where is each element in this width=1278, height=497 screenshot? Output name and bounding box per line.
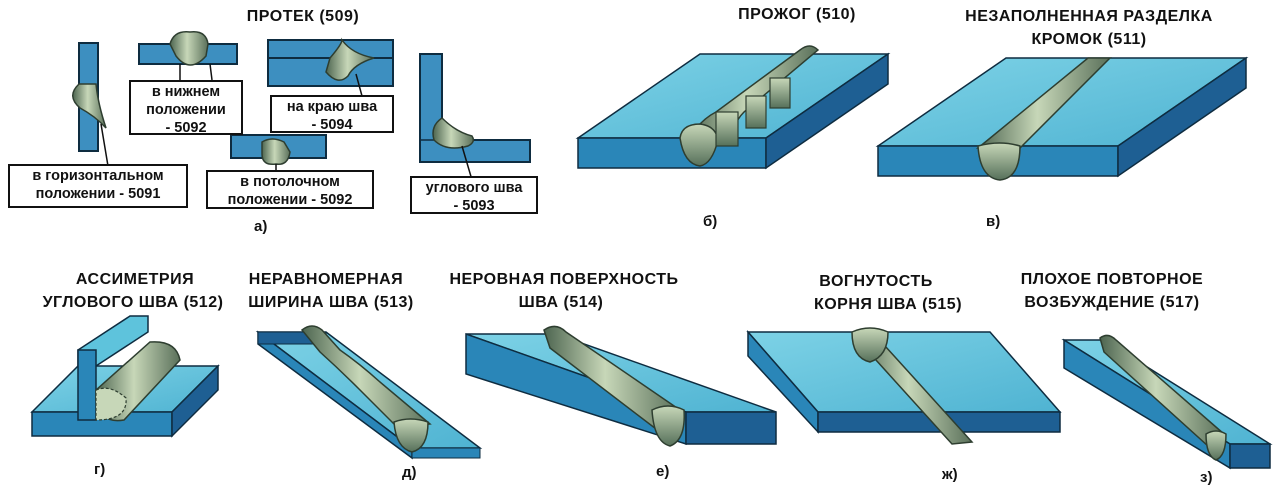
letter-v: в)	[986, 213, 1001, 230]
uneven-width-513-plate	[255, 325, 483, 460]
title-incomplete-groove-511-line2: КРОМОК (511)	[1031, 31, 1147, 48]
title-poor-restart-517-line2: ВОЗБУЖДЕНИЕ (517)	[1024, 294, 1200, 311]
label-5092-overhead-line1: в потолочном	[240, 174, 340, 190]
rough-surface-514-plate	[465, 325, 777, 447]
protek-fillet-5093	[419, 53, 531, 181]
label-box-5092-overhead: в потолочном положении - 5092	[206, 170, 374, 209]
title-fillet-asymmetry-512-line1: АССИМЕТРИЯ	[75, 271, 195, 288]
label-5091-line1: в горизонтальном	[32, 168, 164, 184]
title-protek-509: ПРОТЕК (509)	[246, 8, 360, 25]
label-box-5091: в горизонтальном положении - 5091	[8, 164, 188, 208]
title-rough-surface-514-line2: ШВА (514)	[518, 294, 604, 311]
title-uneven-width-513-line2: ШИРИНА ШВА (513)	[248, 294, 414, 311]
poor-restart-517-plate	[1061, 334, 1273, 470]
label-5092-flat-line1: в нижнем	[151, 84, 221, 100]
letter-e: е)	[656, 463, 670, 480]
title-root-concavity-515-line1: ВОГНУТОСТЬ	[819, 273, 933, 290]
letter-a: а)	[254, 218, 268, 235]
letter-g: г)	[94, 461, 106, 478]
protek-flat-5092	[138, 31, 238, 81]
title-fillet-asymmetry-512-line2: УГЛОВОГО ШВА (512)	[42, 294, 224, 311]
label-5092-flat-line3: - 5092	[165, 120, 207, 136]
protek-horizontal-5091	[72, 42, 109, 167]
title-rough-surface-514-line1: НЕРОВНАЯ ПОВЕРХНОСТЬ	[449, 271, 679, 288]
title-root-concavity-515-line2: КОРНЯ ШВА (515)	[813, 296, 963, 313]
title-burn-through-510: ПРОЖОГ (510)	[738, 6, 856, 23]
burn-through-510-plate	[575, 45, 891, 170]
protek-overhead-5092	[230, 134, 327, 176]
label-box-5092-flat: в нижнем положении - 5092	[129, 80, 243, 136]
incomplete-groove-511-plate	[875, 56, 1249, 181]
title-incomplete-groove-511-line1: НЕЗАПОЛНЕННАЯ РАЗДЕЛКА	[965, 8, 1213, 25]
label-5092-overhead-line2: положении - 5092	[227, 192, 353, 208]
letter-b: б)	[703, 213, 718, 230]
label-box-5094: на краю шва - 5094	[270, 95, 394, 133]
title-uneven-width-513-line1: НЕРАВНОМЕРНАЯ	[248, 271, 404, 288]
label-5092-flat-line2: положении	[146, 102, 226, 118]
label-5093-line2: - 5093	[453, 198, 495, 214]
title-poor-restart-517-line1: ПЛОХОЕ ПОВТОРНОЕ	[1020, 271, 1204, 288]
label-box-5093: углового шва - 5093	[410, 176, 538, 214]
letter-zh: ж)	[942, 466, 958, 483]
label-5094-line2: - 5094	[311, 117, 353, 133]
letter-d: д)	[402, 464, 417, 481]
fillet-asymmetry-512-plate	[30, 315, 220, 438]
label-5093-line1: углового шва	[425, 180, 523, 196]
root-concavity-515-plate	[746, 327, 1062, 445]
label-5091-line2: положении - 5091	[35, 186, 161, 202]
letter-z: з)	[1200, 469, 1213, 486]
label-5094-line1: на краю шва	[286, 99, 378, 115]
protek-edge-5094	[267, 37, 394, 97]
